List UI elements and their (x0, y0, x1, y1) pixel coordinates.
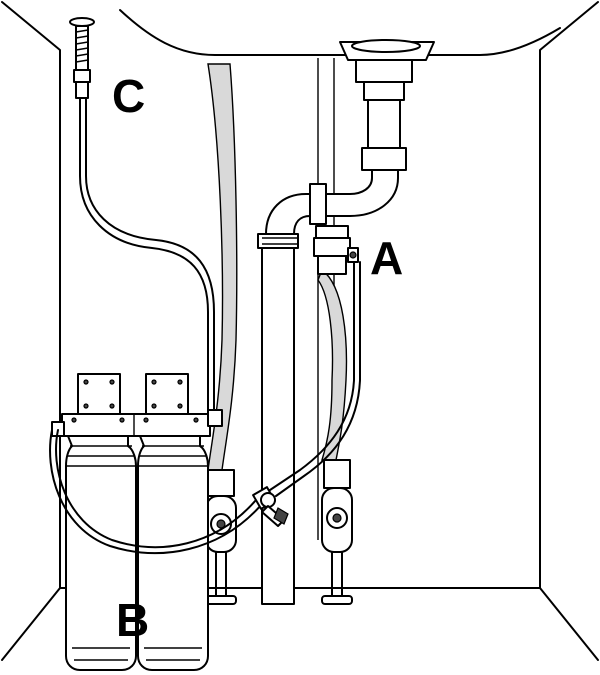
right-shutoff-valve (321, 459, 353, 605)
callout-b: B (116, 594, 149, 646)
drain-pipe-nut (257, 233, 299, 249)
sink-strainer (265, 39, 435, 235)
strainer-nut (355, 59, 413, 83)
right-mounting-bracket (145, 373, 189, 415)
filter-inlet-hose (49, 429, 263, 555)
cabinet-left-wall (1, 1, 61, 661)
callout-a: A (370, 232, 403, 284)
sink-basin-outline (119, 9, 561, 56)
callout-c: C (112, 70, 145, 122)
inline-shutoff-valve (252, 486, 289, 527)
faucet-outlet-line (79, 95, 215, 411)
slip-nut (361, 147, 407, 171)
inlet-line (269, 261, 361, 497)
trap-nut (309, 183, 327, 225)
connector-a-tee (313, 225, 359, 275)
drain-pipe-body (261, 239, 295, 605)
left-mounting-bracket (77, 373, 121, 415)
faucet-supply-hose (317, 268, 348, 461)
dishwasher-drain-hose (207, 63, 238, 471)
left-filter-canister (65, 435, 137, 671)
connector-c-fitting (69, 17, 95, 99)
tailpiece (367, 99, 401, 149)
p-trap (265, 169, 399, 235)
cabinet-right-wall (539, 1, 599, 661)
filter-manifold-head (61, 413, 211, 437)
